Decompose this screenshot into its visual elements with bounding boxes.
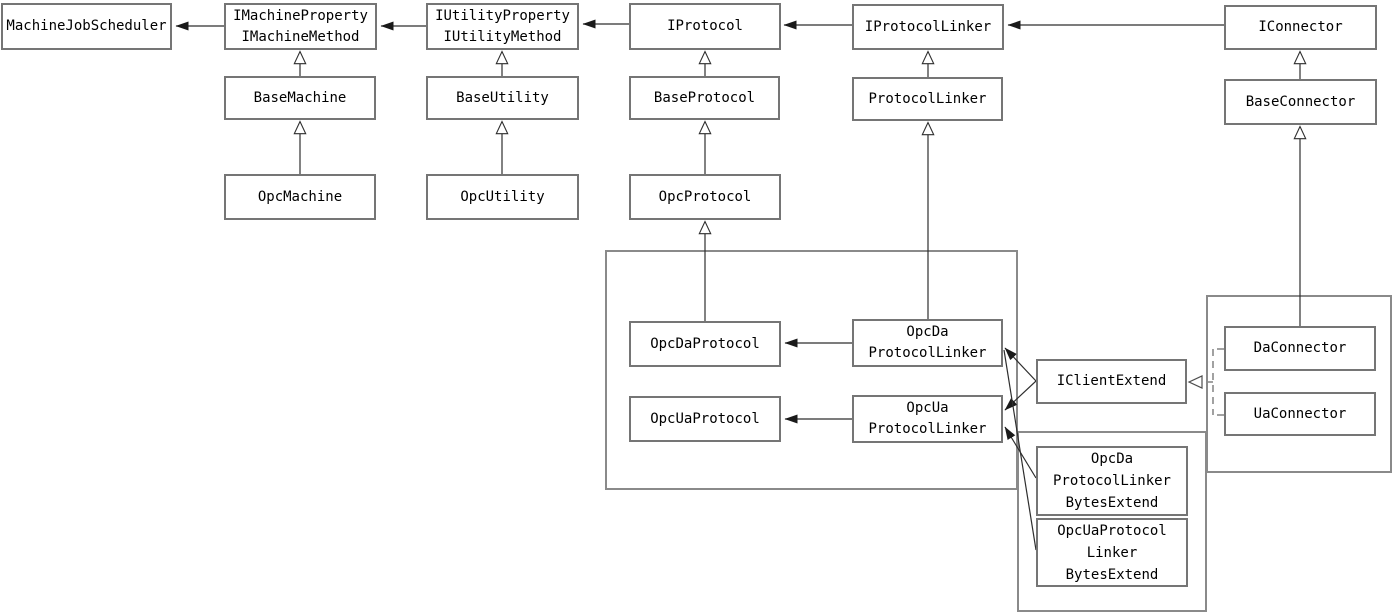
class-label: OpcDa ProtocolLinker BytesExtend <box>1052 451 1171 511</box>
class-box-iutility-property-method: IUtilityProperty IUtilityMethod <box>426 3 579 50</box>
class-label: OpcUaProtocol Linker BytesExtend <box>1057 522 1167 583</box>
class-box-opc-da-protocol-linker-bytes-extend: OpcDa ProtocolLinker BytesExtend <box>1036 446 1188 516</box>
class-box-base-utility: BaseUtility <box>426 76 579 120</box>
edge-iclientextend-to-opcdaprotocollinker <box>1004 347 1037 382</box>
group-opc-protocol-linkers <box>605 250 1018 490</box>
class-label: OpcUtility <box>460 188 545 205</box>
class-label: BaseConnector <box>1245 93 1356 110</box>
class-label: IConnector <box>1258 19 1343 35</box>
edge-iclientextend-to-opcuaprotocollinker <box>1004 380 1037 411</box>
class-label: IProtocolLinker <box>864 18 992 35</box>
class-label: BaseUtility <box>456 89 549 106</box>
class-box-opc-protocol: OpcProtocol <box>629 174 781 220</box>
class-box-opc-ua-protocol-linker: OpcUa ProtocolLinker <box>852 395 1003 443</box>
class-box-protocol-linker: ProtocolLinker <box>852 77 1003 121</box>
class-label: OpcDa ProtocolLinker <box>868 324 987 361</box>
group-connectors <box>1206 295 1392 473</box>
class-label: IProtocol <box>667 18 743 34</box>
class-label: OpcMachine <box>257 188 343 205</box>
class-box-iclient-extend: IClientExtend <box>1036 359 1187 404</box>
class-label: OpcProtocol <box>658 188 752 205</box>
class-label: BaseMachine <box>253 89 347 106</box>
class-box-iconnector: IConnector <box>1224 5 1377 50</box>
class-box-base-machine: BaseMachine <box>224 76 376 120</box>
class-label: IClientExtend <box>1056 373 1167 389</box>
class-label: IMachineProperty IMachineMethod <box>233 7 368 45</box>
class-label: BaseProtocol <box>653 89 756 106</box>
class-box-iprotocol-linker: IProtocolLinker <box>852 4 1004 50</box>
edge-opcuabytesextend-to-opcdaprotocollinker <box>1003 349 1037 551</box>
class-label: ProtocolLinker <box>868 90 987 107</box>
class-box-opc-da-protocol-linker: OpcDa ProtocolLinker <box>852 319 1003 367</box>
class-box-opc-machine: OpcMachine <box>224 174 376 220</box>
class-box-machine-job-scheduler: MachineJobScheduler <box>1 3 172 50</box>
realization-hollow-triangle <box>1187 375 1203 389</box>
class-label: OpcUaProtocol <box>650 410 760 427</box>
class-label: DaConnector <box>1253 340 1347 356</box>
class-box-iprotocol: IProtocol <box>629 3 781 50</box>
class-label: UaConnector <box>1253 405 1347 422</box>
group-bytes-extend <box>1017 431 1207 612</box>
class-box-da-connector: DaConnector <box>1224 326 1376 371</box>
class-label: OpcDaProtocol <box>650 335 760 352</box>
class-box-opc-utility: OpcUtility <box>426 174 579 220</box>
class-box-opc-da-protocol: OpcDaProtocol <box>629 321 781 367</box>
class-box-opc-ua-protocol-linker-bytes-extend: OpcUaProtocol Linker BytesExtend <box>1036 518 1188 587</box>
class-box-opc-ua-protocol: OpcUaProtocol <box>629 396 781 442</box>
class-label: OpcUa ProtocolLinker <box>868 400 987 437</box>
class-box-base-connector: BaseConnector <box>1224 79 1377 125</box>
class-box-imachine-property-method: IMachineProperty IMachineMethod <box>224 3 377 50</box>
class-box-base-protocol: BaseProtocol <box>629 76 780 120</box>
class-label: MachineJobScheduler <box>6 18 167 34</box>
class-label: IUtilityProperty IUtilityMethod <box>435 7 570 45</box>
class-box-ua-connector: UaConnector <box>1224 392 1376 436</box>
